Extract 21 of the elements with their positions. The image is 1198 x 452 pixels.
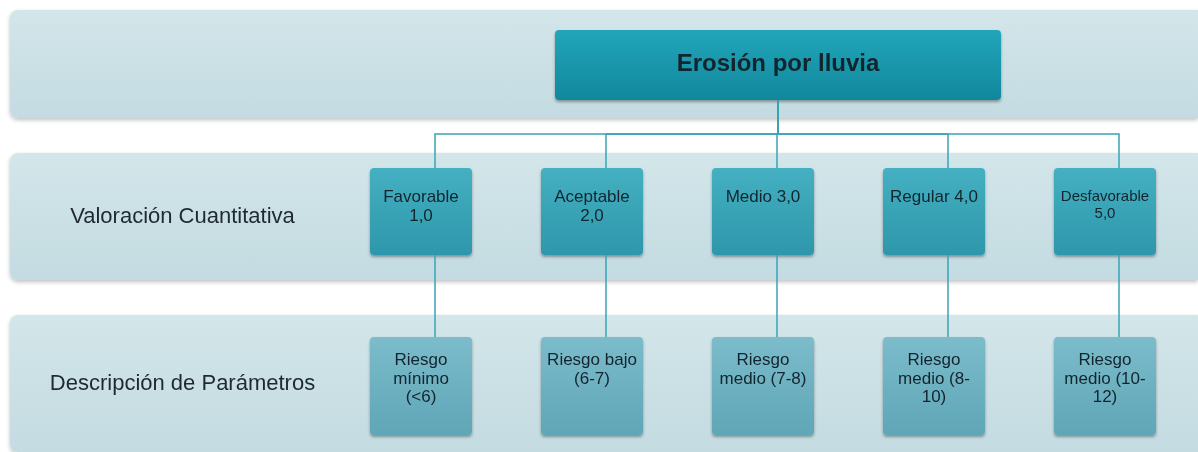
category-box: Aceptable 2,0: [541, 168, 643, 255]
connector-line: [947, 254, 949, 338]
row-label: Descripción de Parámetros: [48, 369, 317, 398]
category-box: Regular 4,0: [883, 168, 985, 255]
category-box: Riesgo bajo (6-7): [541, 337, 643, 435]
band-background: [10, 10, 1198, 118]
category-box: Riesgo medio (8-10): [883, 337, 985, 435]
category-box: Desfavorable 5,0: [1054, 168, 1156, 255]
band-background: [10, 153, 1198, 280]
connector-line: [776, 254, 778, 338]
category-box: Riesgo medio (10-12): [1054, 337, 1156, 435]
connector-line: [1118, 254, 1120, 338]
category-box: Medio 3,0: [712, 168, 814, 255]
category-box: Riesgo mínimo (<6): [370, 337, 472, 435]
connector-line: [434, 254, 436, 338]
row-label: Valoración Cuantitativa: [69, 202, 296, 231]
category-box: Favorable 1,0: [370, 168, 472, 255]
title-box: Erosión por lluvia: [555, 30, 1001, 100]
category-box: Riesgo medio (7-8): [712, 337, 814, 435]
band-background: [10, 315, 1198, 452]
connector-line: [605, 254, 607, 338]
